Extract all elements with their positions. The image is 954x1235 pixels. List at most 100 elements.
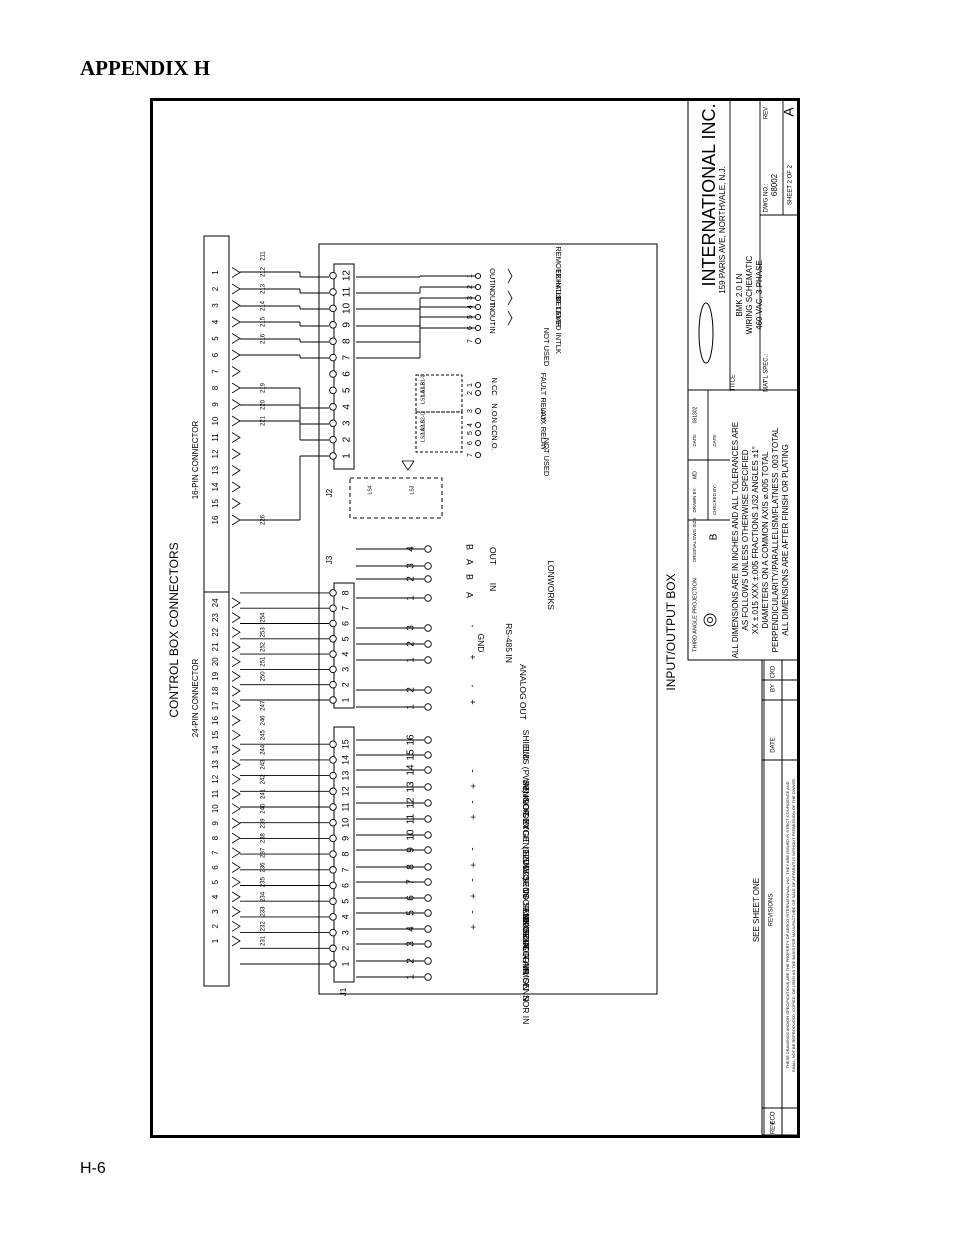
c16-pin-number: 9 (211, 402, 220, 407)
j1-pin (329, 787, 337, 796)
projection-icon-inner (707, 617, 713, 623)
j2-terminal-number: 7 (467, 453, 474, 457)
j2-signal-label: EXHAUST TEMP (554, 269, 563, 327)
c16-pin-number: 16 (211, 515, 220, 524)
j2-connector (333, 263, 355, 470)
j1-terminal (424, 751, 432, 759)
pin-arrow (231, 920, 241, 932)
wire-number: 232 (261, 921, 267, 932)
pin-arrow (231, 349, 241, 361)
j1-signal-label: OUTDOOR AIR SENSOR IN (521, 916, 531, 1025)
page-number: H-6 (80, 1160, 106, 1177)
relay-tag: LS2-A (420, 427, 426, 442)
date-label-2: DATE: (712, 434, 717, 447)
io-box-title: INPUT/OUTPUT BOX (664, 573, 678, 690)
j1-pin-number: 6 (340, 883, 350, 888)
c24-pin-number: 18 (211, 686, 220, 695)
j1-terminal (424, 863, 432, 871)
relay-tag: LS1-B (420, 381, 426, 396)
drawing-title-line: 460 VAC, 3 PHASE (755, 260, 764, 330)
c16-pin-number: 1 (211, 270, 220, 275)
j2-terminal (474, 313, 482, 321)
j1-pin (329, 834, 337, 843)
diode (401, 460, 415, 471)
j2-terminal (474, 324, 482, 332)
c16-pin-number: 11 (211, 433, 220, 442)
wire-number: 211 (261, 251, 267, 261)
dwg-no-label: DWG NO.: (764, 183, 770, 212)
wire-number: 253 (261, 627, 267, 638)
aerco-logo-icon (698, 302, 714, 364)
j2-pin (329, 370, 337, 378)
pin-word: C (490, 430, 499, 436)
j1-pin (329, 944, 337, 953)
j1-signal-label: CO SENSOR IN (521, 887, 531, 949)
j3-pin-number: 1 (340, 697, 350, 702)
company-address: 159 PARIS AVE, NORTHVALE, N.J. (718, 166, 727, 293)
pin-word: C (490, 390, 499, 396)
j2-terminal (474, 421, 482, 429)
switch-symbol (507, 268, 513, 284)
c24-pin-number: 21 (211, 642, 220, 651)
pin-arrow (231, 906, 241, 917)
wire-number: 236 (261, 862, 267, 873)
c16-pin-number: 15 (211, 499, 220, 508)
c24-pin-number: 16 (211, 716, 220, 725)
io-box-outline (318, 243, 658, 995)
pin-word: N.C. (490, 378, 499, 393)
j1-terminal (424, 925, 432, 933)
pin-arrow (231, 283, 241, 295)
j3-pin (329, 650, 337, 658)
c16-pin-number: 5 (211, 336, 220, 341)
j1-pin-number: 14 (340, 755, 350, 765)
pin-arrow (231, 498, 241, 509)
j2-pin (329, 304, 337, 313)
c24-pin-number: 5 (211, 879, 220, 884)
title-label: TITLE (731, 375, 737, 391)
c16-label: 16-PIN CONNECTOR (191, 421, 200, 500)
wire-number: 250 (261, 671, 267, 682)
wire-number: 234 (261, 891, 267, 902)
pin-arrow (231, 671, 241, 682)
pin-arrow (231, 448, 241, 460)
j1-signal-label: SENSOR EXCIT. (12VDC) (521, 780, 531, 880)
j2-terminal (474, 407, 482, 415)
j2-terminal-number: 6 (467, 441, 474, 445)
wire-number: 231 (261, 935, 267, 946)
pin-word: IN (488, 303, 497, 311)
c16-pin-number: 7 (211, 369, 220, 374)
c24-pin-number: 9 (211, 821, 220, 826)
polarity-mark: + (466, 814, 477, 820)
j2-pin (329, 353, 337, 362)
wire-number: 237 (261, 847, 267, 858)
c24-pin-number: 8 (211, 835, 220, 840)
tolerance-note: ALL DIMENSIONS ARE IN INCHES AND ALL TOL… (731, 422, 740, 659)
j2-terminal (474, 439, 482, 447)
c24-pin-number: 12 (211, 774, 220, 783)
polarity-mark: + (468, 699, 478, 704)
polarity-mark: - (466, 878, 477, 881)
c16-pin-number: 3 (211, 303, 220, 308)
pin-word: OUT (488, 310, 497, 326)
j2-terminal-number: 2 (467, 391, 474, 395)
wire-number: 254 (261, 612, 267, 623)
wire-number: 245 (261, 730, 267, 741)
appendix-heading: APPENDIX H (80, 56, 211, 80)
j2-signal-label: NOT USED (542, 328, 551, 367)
tolerance-note: XX ±.015 XXX ±.005 FRACTIONS 1/32 ANGLES… (751, 446, 760, 634)
c16-pin-number: 14 (211, 482, 220, 491)
see-sheet-note: SEE SHEET ONE (752, 878, 761, 942)
j3-terminal (424, 656, 432, 664)
polarity-mark: - (466, 910, 477, 913)
pin-arrow (231, 597, 241, 609)
pin-arrow (231, 744, 241, 756)
j1-terminal (424, 973, 432, 981)
rev-col-header: BY (771, 684, 777, 692)
j2-pin-number: 7 (342, 354, 353, 360)
c24-label: 24-PIN CONNECTOR (191, 659, 200, 738)
c24-pin-number: 22 (211, 627, 220, 636)
pin-arrow (231, 656, 241, 668)
pin-arrow (231, 267, 241, 278)
j2-pin-number: 5 (342, 387, 353, 393)
c24-pin-number: 2 (211, 924, 220, 929)
